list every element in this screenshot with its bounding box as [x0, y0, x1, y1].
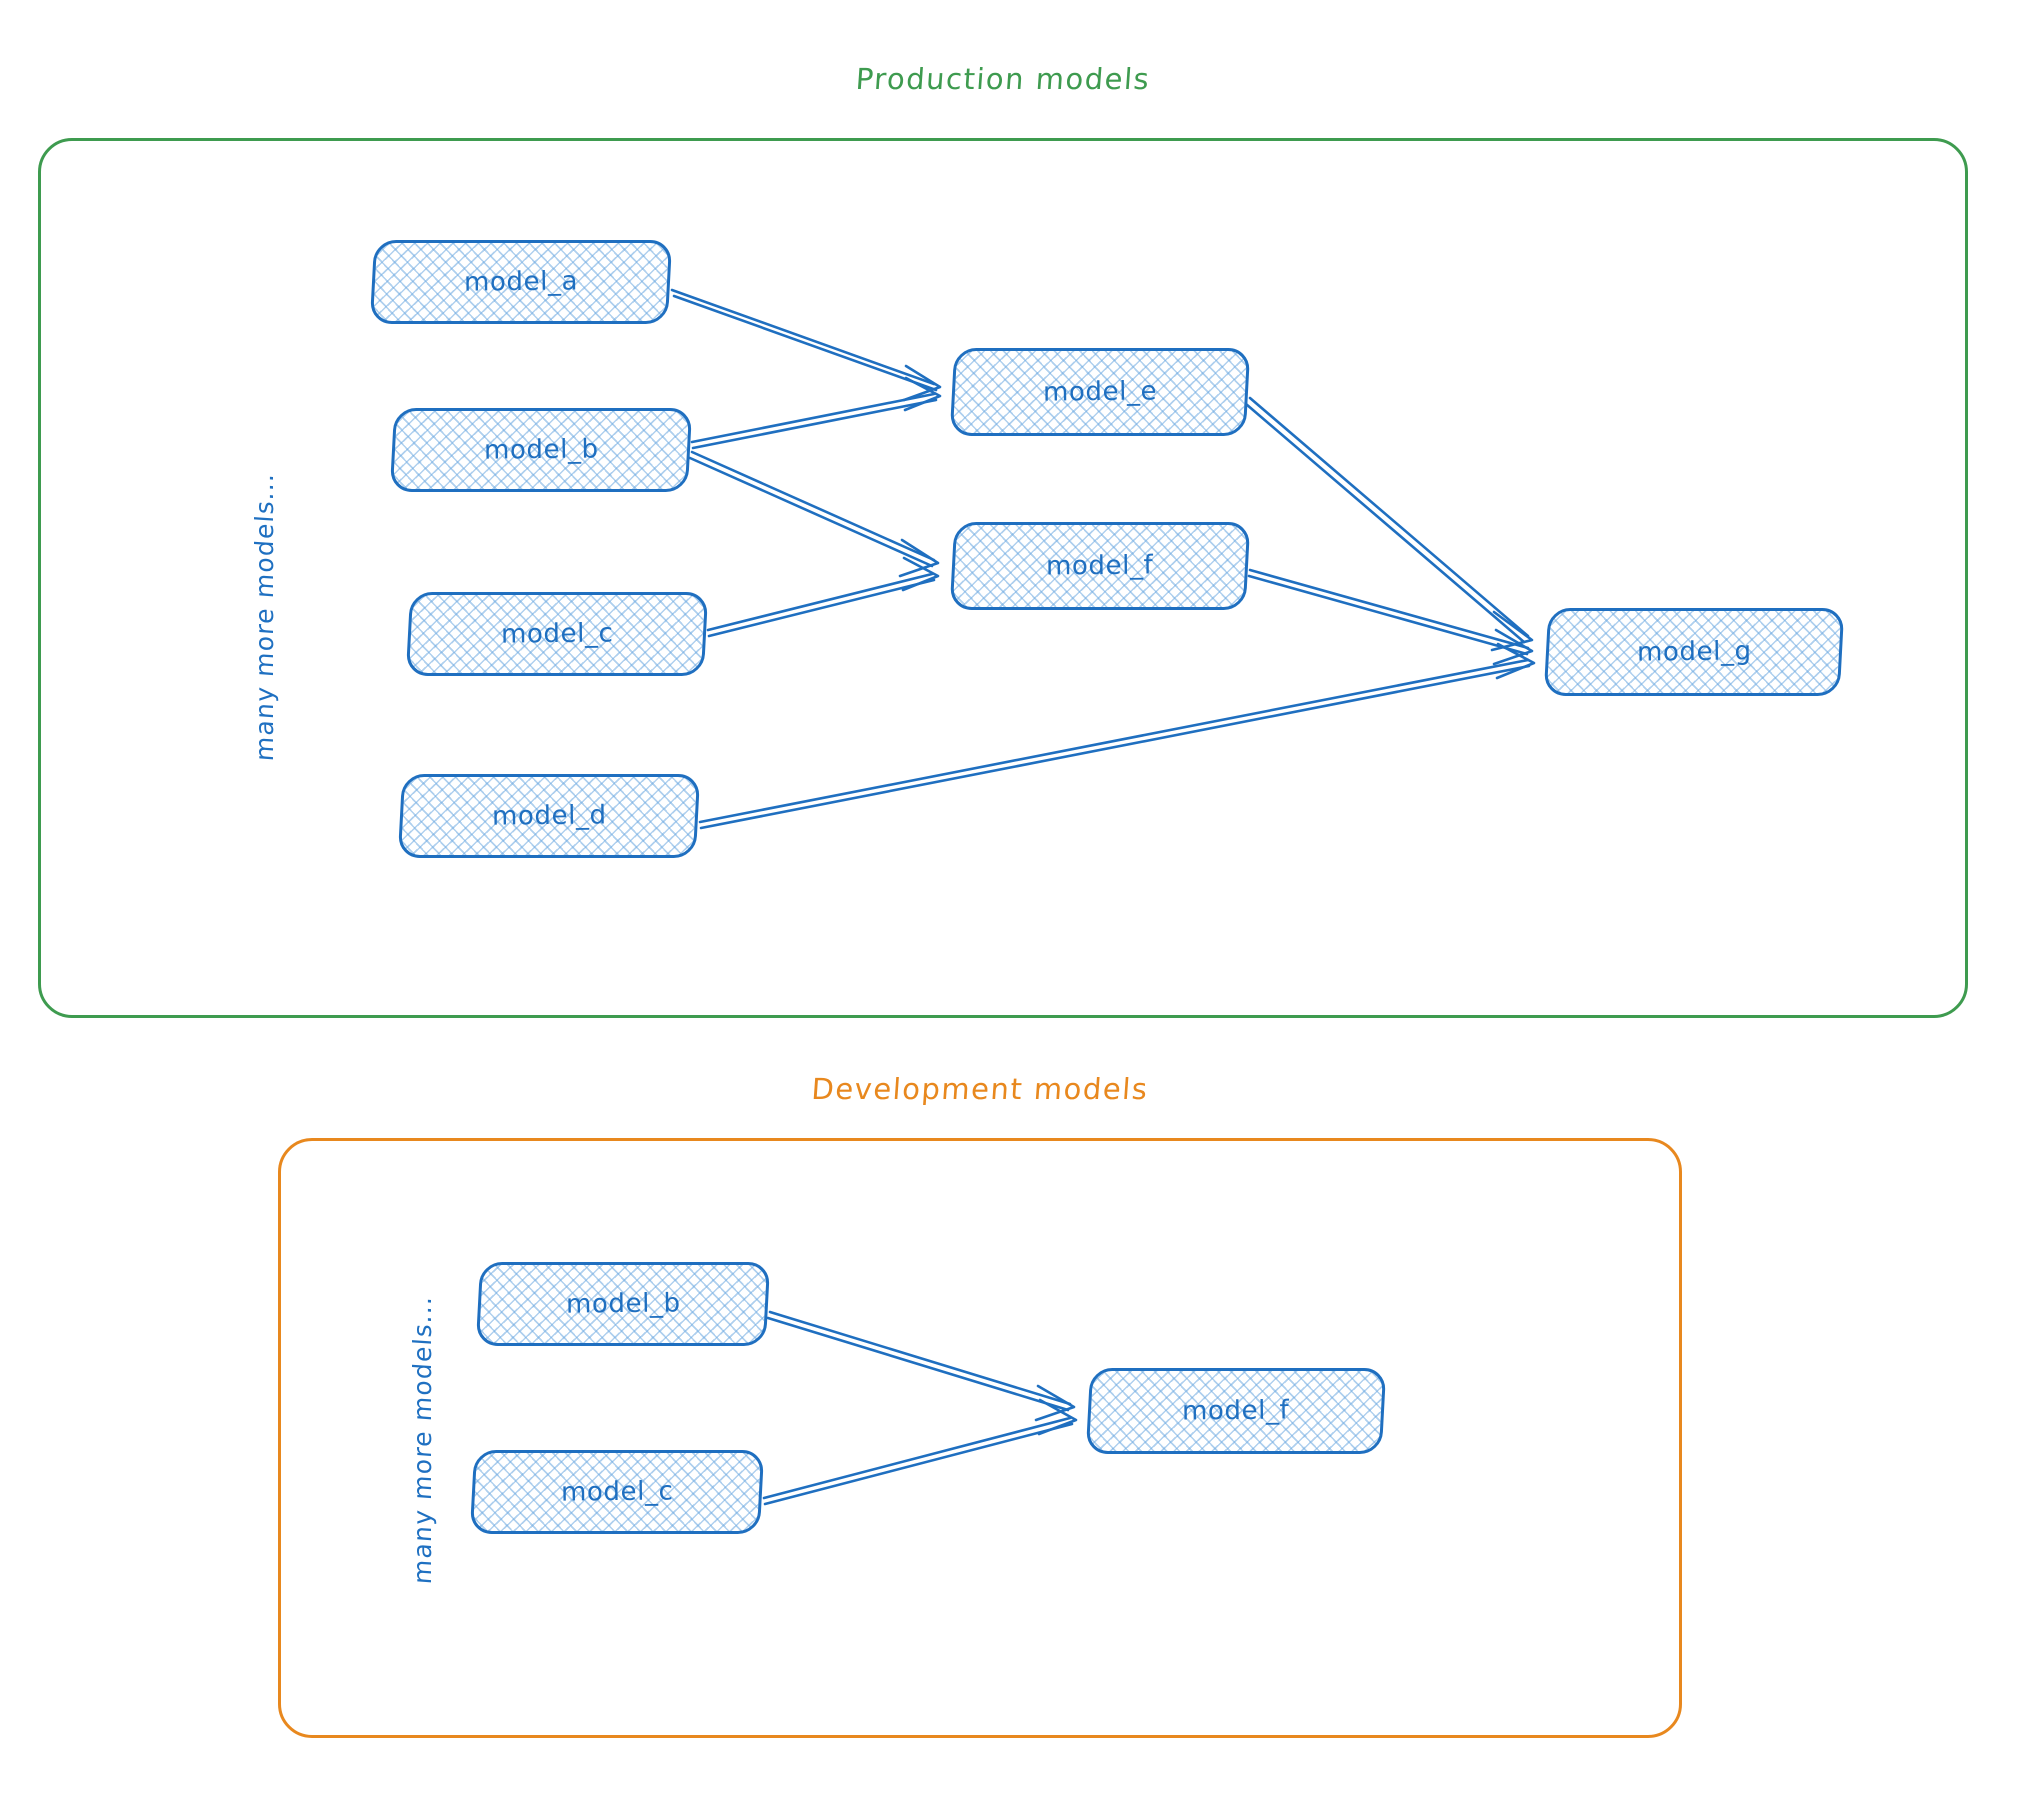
production-side-label: many more models... [250, 471, 279, 763]
node-label: model_b [483, 434, 599, 466]
node-label: model_f [1182, 1395, 1290, 1427]
node-model_g[interactable]: model_g [1543, 608, 1845, 696]
node-model_f[interactable]: model_f [949, 522, 1251, 610]
node-label: model_c [560, 1476, 674, 1508]
dev-node-model_c[interactable]: model_c [469, 1450, 765, 1534]
production-group-frame [38, 138, 1968, 1018]
node-label: model_e [1042, 376, 1158, 408]
node-model_c[interactable]: model_c [405, 592, 709, 676]
development-side-label: many more models... [408, 1294, 437, 1586]
development-group-title: Development models [810, 1072, 1150, 1106]
production-group-title: Production models [854, 62, 1152, 96]
node-label: model_a [463, 266, 579, 298]
dev-node-model_f[interactable]: model_f [1085, 1368, 1387, 1454]
node-label: model_b [565, 1288, 681, 1320]
node-label: model_d [491, 800, 607, 832]
dev-node-model_b[interactable]: model_b [475, 1262, 771, 1346]
development-group-frame [278, 1138, 1682, 1738]
node-model_e[interactable]: model_e [949, 348, 1251, 436]
node-model_a[interactable]: model_a [369, 240, 673, 324]
node-model_d[interactable]: model_d [397, 774, 701, 858]
node-model_b[interactable]: model_b [389, 408, 693, 492]
node-label: model_c [500, 618, 614, 650]
node-label: model_f [1046, 550, 1154, 582]
node-label: model_g [1636, 636, 1752, 668]
